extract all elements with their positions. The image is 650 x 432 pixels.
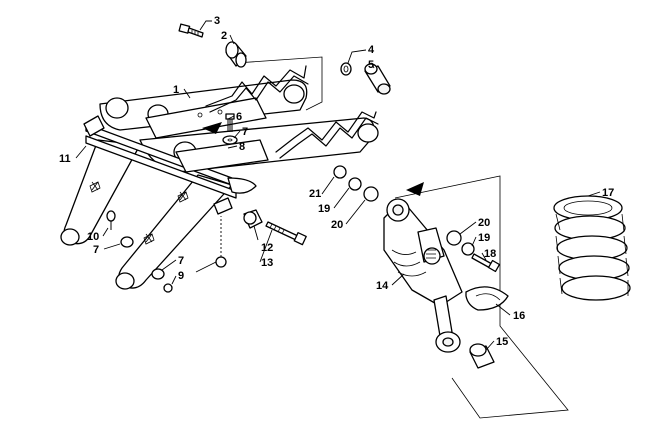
callout-19-left: 19 [318,203,330,215]
washer-19-right [461,242,475,256]
callout-9: 9 [178,270,184,282]
washer-7-top [222,135,238,145]
bushing-2 [225,41,247,68]
callout-4: 4 [368,44,375,56]
callout-12: 12 [261,242,273,254]
callout-11: 11 [59,153,71,165]
callout-7-left: 7 [93,244,99,256]
callout-17: 17 [602,187,614,199]
direction-arrow-right [406,182,424,196]
bolt-18 [471,253,501,273]
callout-15: 15 [496,336,508,348]
sleeve-5 [364,63,391,95]
direction-arrow-left [202,122,222,134]
rear-arm-assembly [60,65,379,290]
callout-5: 5 [368,59,374,71]
callout-8: 8 [239,141,245,153]
nut-21 [333,165,347,179]
callout-19-right: 19 [478,232,490,244]
washer-7-left [120,236,134,248]
callout-18: 18 [484,248,496,260]
callout-14: 14 [376,280,389,292]
callout-13: 13 [261,257,273,269]
spacer-20-left [363,186,379,202]
callout-10: 10 [87,231,99,243]
bushing-12 [243,209,263,229]
callout-7-lower: 7 [178,255,184,267]
callout-2: 2 [221,30,227,42]
shock-bracket-lines [394,175,569,419]
leader-lines [75,20,601,351]
shock-absorber-14 [383,198,463,353]
callout-20-left: 20 [331,219,343,231]
bolt-10 [106,210,116,230]
nut-9 [163,283,173,293]
spacer-20-right [446,230,462,246]
callout-21: 21 [309,188,321,200]
coil-spring-17 [553,195,631,301]
clip-16 [465,286,509,311]
callout-20-right: 20 [478,217,490,229]
callout-1: 1 [173,84,179,96]
callout-3: 3 [214,15,220,27]
anti-skid-pads [89,181,189,245]
bolt-3 [178,23,204,38]
bushing-15 [469,343,495,369]
washer-4 [340,62,352,76]
callout-6: 6 [236,111,242,123]
callout-7-top: 7 [242,126,248,138]
nut-9-center [215,216,227,268]
callout-labels: 3 2 4 5 1 6 7 8 11 17 21 19 20 20 19 18 … [59,15,614,348]
washer-7-lower [151,268,165,280]
upper-bracket-lines [235,56,323,111]
bolt-13 [265,221,307,246]
washer-19-left [348,177,362,191]
callout-16: 16 [513,310,525,322]
